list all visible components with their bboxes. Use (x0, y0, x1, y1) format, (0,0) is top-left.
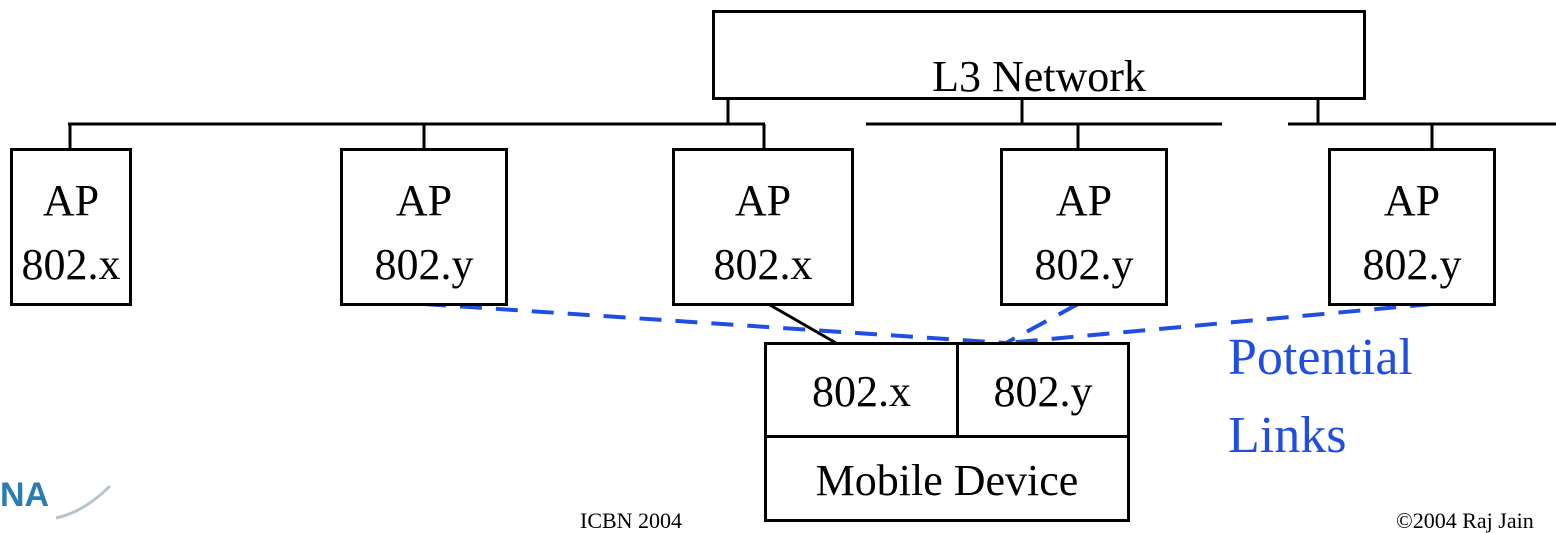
ap-label: AP (1055, 176, 1113, 225)
logo: NA (0, 476, 50, 514)
ap-label: AP (42, 176, 100, 225)
conference-footer: ICBN 2004 (580, 508, 683, 533)
access-point-box: AP 802.y (340, 148, 508, 306)
access-point-box: AP 802.x (10, 148, 132, 306)
ap-standard: 802.y (1362, 240, 1462, 289)
mobile-device-label: Mobile Device (815, 456, 1079, 505)
ap-standard: 802.x (713, 240, 813, 289)
mobile-device-box: 802.x 802.y Mobile Device (764, 342, 1130, 522)
ap-label: AP (1383, 176, 1441, 225)
potential-link-ap2 (423, 302, 1007, 345)
interface-divider-horizontal (767, 435, 1127, 438)
l3-network-box: L3 Network (712, 10, 1366, 101)
connection-lines (68, 98, 1556, 345)
ap-standard: 802.y (1034, 240, 1134, 289)
potential-links-label-line1: Potential (1228, 329, 1413, 386)
ap-standard: 802.y (374, 240, 474, 289)
logo-swoosh-icon (55, 484, 112, 520)
ap-standard: 802.x (21, 240, 121, 289)
interface-divider-vertical (956, 345, 959, 436)
potential-link-ap4 (1005, 302, 1079, 345)
network-diagram: L3 Network AP 802.x AP 802.y AP 802.x AP… (0, 10, 1556, 532)
copyright-footer: ©2004 Raj Jain (1396, 508, 1534, 533)
potential-links-label-line2: Links (1228, 407, 1347, 464)
access-point-box: AP 802.y (1000, 148, 1168, 306)
ap-label: AP (395, 176, 453, 225)
mobile-interface-x: 802.x (812, 367, 911, 416)
ap-label: AP (734, 176, 792, 225)
active-link (769, 303, 837, 345)
access-point-box: AP 802.x (672, 148, 854, 306)
l3-network-label: L3 Network (932, 52, 1146, 101)
mobile-interface-y: 802.y (993, 367, 1093, 416)
access-point-box: AP 802.y (1328, 148, 1496, 306)
